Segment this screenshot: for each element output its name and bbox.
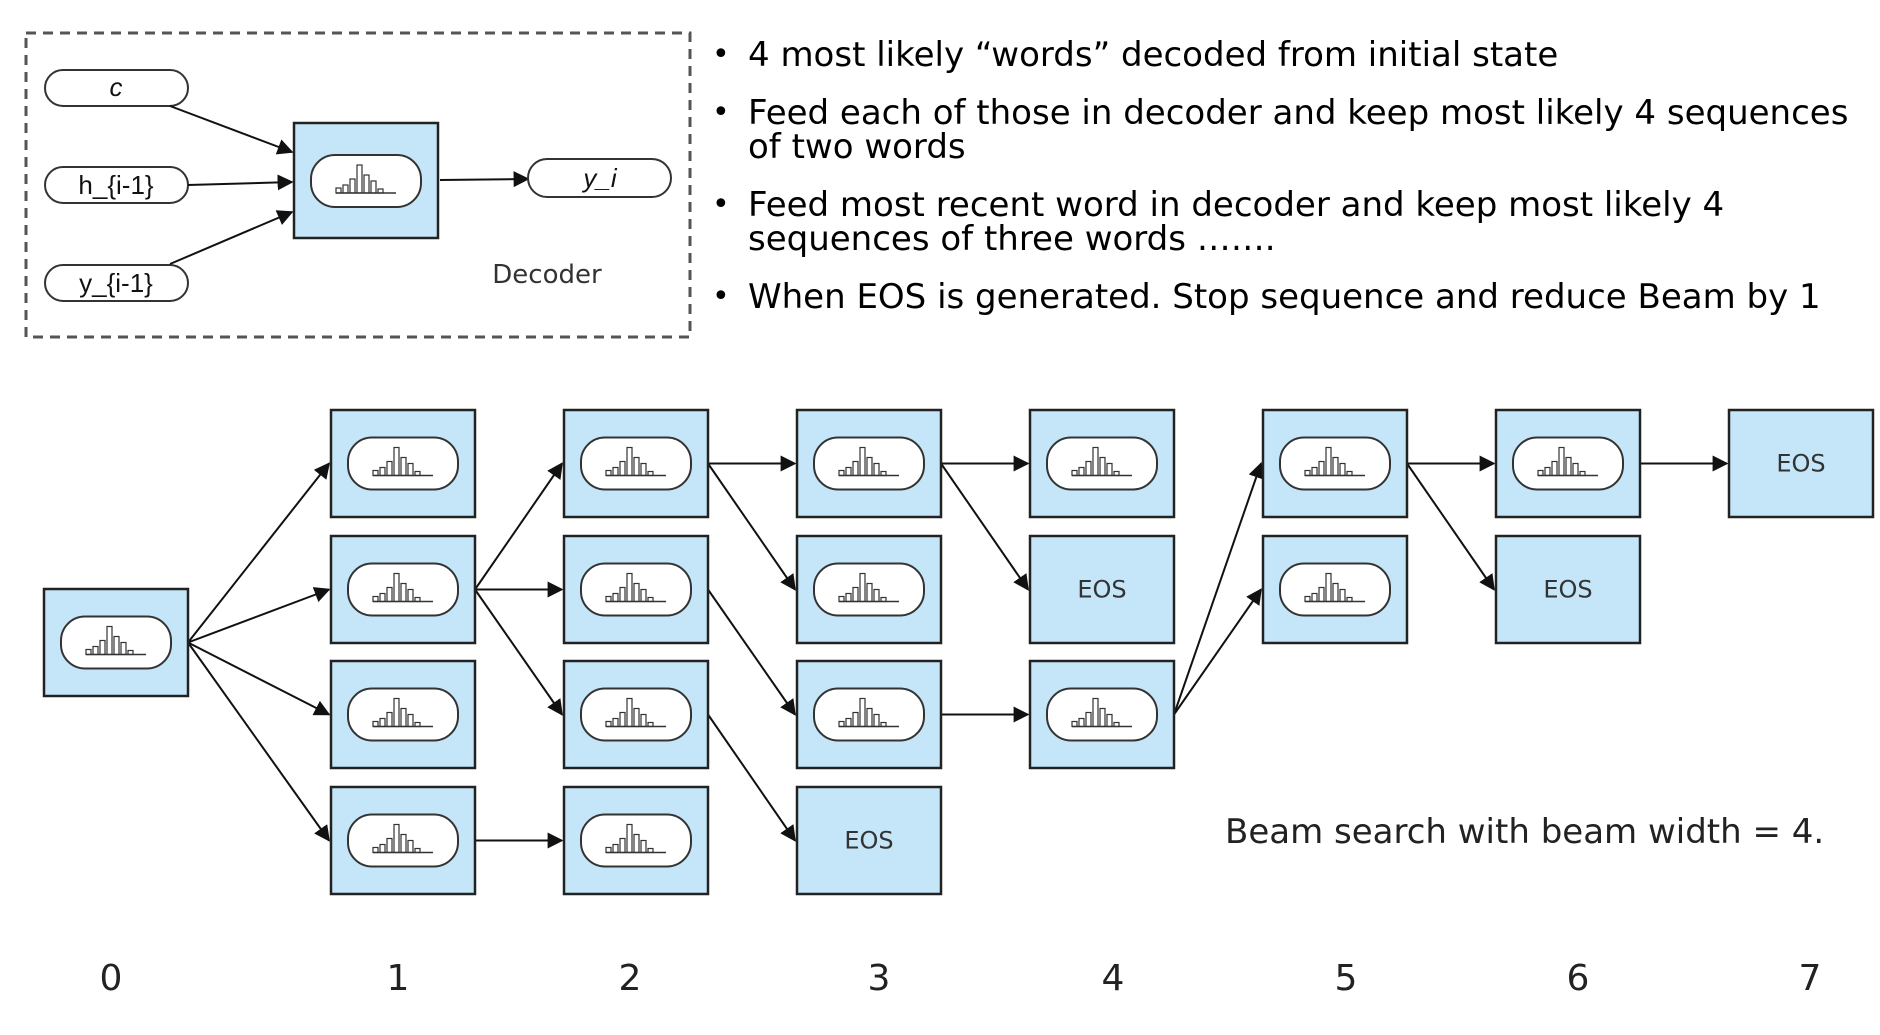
decoder-node	[795, 534, 943, 645]
bullet-text: When EOS is generated. Stop sequence and…	[748, 277, 1821, 317]
decoder-node	[795, 408, 943, 519]
histogram-icon	[813, 562, 925, 617]
eos-node: EOS	[795, 785, 943, 896]
bullet-text: Feed most recent word in decoder and kee…	[748, 185, 1725, 259]
step-label-3: 3	[867, 958, 891, 999]
edge-b2-c3	[707, 588, 796, 716]
histogram-icon	[813, 687, 925, 742]
decoder-node	[1261, 408, 1409, 519]
decoder-node	[329, 408, 477, 519]
decoder-node	[1028, 408, 1176, 519]
eos-label: EOS	[1077, 576, 1126, 604]
decoder-node	[329, 785, 477, 896]
histogram-icon	[347, 687, 459, 742]
node-box	[795, 785, 943, 896]
beam-caption: Beam search with beam width = 4.	[1225, 812, 1825, 852]
histogram-icon	[1279, 562, 1391, 617]
eos-label: EOS	[1776, 450, 1825, 478]
histogram-icon	[1279, 436, 1391, 491]
beam-edges	[187, 455, 1729, 849]
bullet-text: Feed each of those in decoder and keep m…	[748, 93, 1849, 167]
edge-b1-c2	[707, 462, 796, 591]
histogram-icon	[813, 436, 925, 491]
bullet-item: • 4 most likely “words” decoded from init…	[712, 35, 1862, 75]
histogram-icon	[1046, 436, 1158, 491]
edge-d3-e1	[1173, 461, 1264, 715]
edge-d3-e2	[1173, 588, 1262, 716]
histogram-icon	[1512, 436, 1624, 491]
bullet-item: • Feed each of those in decoder and keep …	[712, 93, 1862, 167]
decoder-node	[42, 587, 190, 698]
edge-c-to-decoder	[169, 105, 294, 155]
histogram-icon	[347, 562, 459, 617]
bullet-list: • 4 most likely “words” decoded from init…	[712, 38, 1862, 338]
edge-a2-b3	[474, 588, 563, 716]
eos-label: EOS	[1543, 576, 1592, 604]
edge-r-a2	[187, 587, 331, 644]
output-label: y_i	[581, 163, 617, 193]
edge-e1-f2	[1406, 462, 1495, 591]
histogram-icon	[580, 813, 692, 868]
decoder-inset-frame	[24, 31, 692, 339]
step-label-0: 0	[99, 958, 123, 999]
eos-label: EOS	[844, 827, 893, 855]
node-box	[1727, 408, 1875, 519]
input-label-y: y_{i-1}	[79, 268, 153, 298]
input-pill-y	[44, 264, 189, 302]
edge-c1-d2	[940, 462, 1029, 591]
eos-node: EOS	[1727, 408, 1875, 519]
histogram-icon	[580, 687, 692, 742]
bullet-dot-icon: •	[712, 95, 730, 130]
input-pill-c	[44, 69, 189, 107]
decoder-node	[562, 534, 710, 645]
decoder-node	[1494, 408, 1642, 519]
edge-y-to-decoder	[169, 210, 294, 265]
node-box	[1494, 534, 1642, 645]
bullet-dot-icon: •	[712, 37, 730, 72]
input-label-c: c	[110, 72, 123, 102]
decoder-node	[329, 534, 477, 645]
bullet-item: • When EOS is generated. Stop sequence an…	[712, 277, 1862, 317]
eos-node: EOS	[1028, 534, 1176, 645]
histogram-icon	[580, 562, 692, 617]
step-label-7: 7	[1798, 958, 1822, 999]
step-label-2: 2	[618, 958, 642, 999]
step-label-1: 1	[386, 958, 410, 999]
beam-nodes: EOS EOS EOS EOS	[42, 408, 1875, 896]
edge-r-a3	[187, 641, 331, 716]
histogram-icon	[580, 436, 692, 491]
bullet-dot-icon: •	[712, 279, 730, 314]
node-box	[1028, 534, 1176, 645]
histogram-icon	[310, 154, 422, 208]
step-label-6: 6	[1566, 958, 1590, 999]
histogram-icon	[60, 615, 172, 670]
decoder-node	[329, 659, 477, 770]
input-label-h: h_{i-1}	[78, 170, 153, 200]
edge-decoder-to-output	[439, 171, 530, 188]
histogram-icon	[347, 813, 459, 868]
decoder-node	[1261, 534, 1409, 645]
edge-a2-b1	[474, 462, 563, 591]
decoder-node	[795, 659, 943, 770]
output-pill	[527, 158, 672, 198]
eos-node: EOS	[1494, 534, 1642, 645]
decoder-node	[562, 785, 710, 896]
decoder-node	[562, 659, 710, 770]
edge-r-a1	[187, 462, 330, 644]
edge-b3-c4	[707, 713, 796, 842]
decoder-node	[1028, 659, 1176, 770]
histogram-icon	[1046, 687, 1158, 742]
decoder-label: Decoder	[492, 260, 602, 290]
decoder-node	[562, 408, 710, 519]
histogram-icon	[347, 436, 459, 491]
step-label-4: 4	[1101, 958, 1125, 999]
edge-h-to-decoder	[187, 174, 294, 191]
bullet-text: 4 most likely “words” decoded from initi…	[748, 35, 1559, 75]
bullet-item: • Feed most recent word in decoder and ke…	[712, 185, 1862, 259]
edge-r-a4	[187, 641, 330, 842]
step-label-5: 5	[1334, 958, 1358, 999]
bullet-dot-icon: •	[712, 187, 730, 222]
